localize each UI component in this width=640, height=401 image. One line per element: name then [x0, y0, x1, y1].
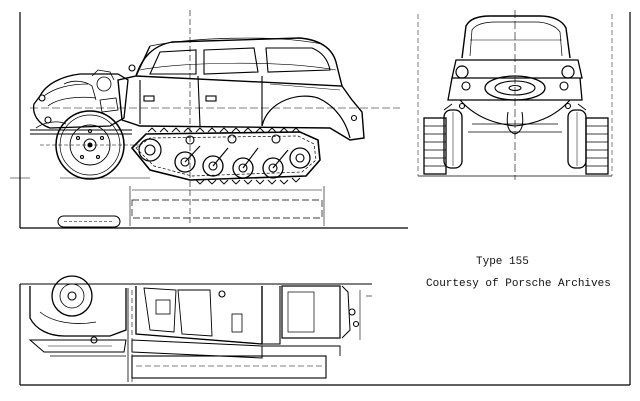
drawing-title: Type 155 — [476, 256, 529, 268]
drawing-credit: Courtesy of Porsche Archives — [426, 278, 611, 290]
plan-view — [20, 275, 372, 382]
sheet-frame — [19, 12, 631, 386]
front-view — [417, 10, 613, 180]
side-view — [10, 10, 400, 228]
